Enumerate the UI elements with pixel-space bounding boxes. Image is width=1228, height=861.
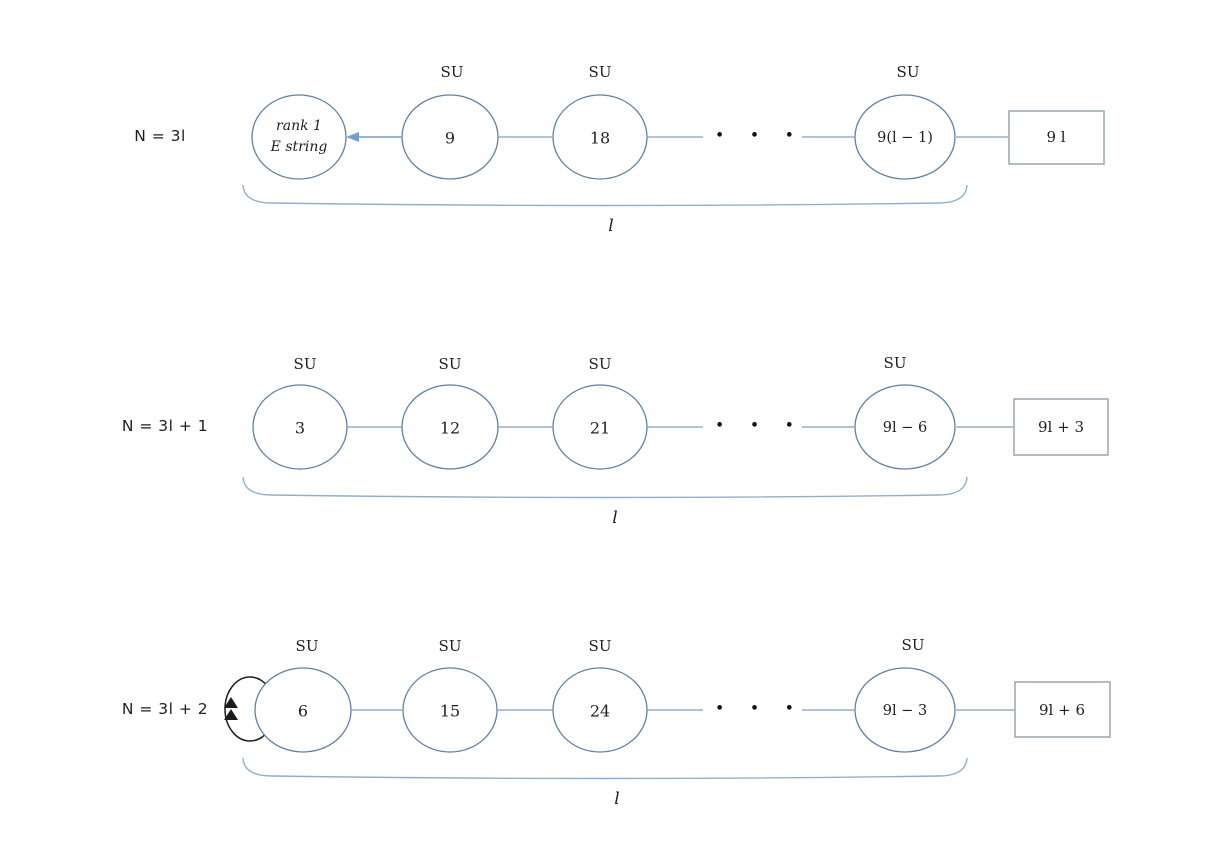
row1-node-value-2: 18	[589, 128, 611, 148]
row3-ellipsis: • • •	[715, 701, 805, 717]
e-string-line2: E string	[270, 139, 328, 155]
row3-box-value: 9l + 6	[1039, 701, 1085, 719]
row1-su-label-3: SU	[896, 63, 920, 81]
row3-su-label-4: SU	[901, 636, 925, 654]
row3-flavor-box	[1014, 681, 1111, 738]
row2-brace-label: l	[612, 508, 618, 528]
row2-equation-label: N = 3l + 1	[121, 417, 209, 435]
row3-su-label-2: SU	[438, 637, 462, 655]
row2-ellipsis: • • •	[715, 418, 805, 434]
row2-box-value: 9l + 3	[1038, 418, 1084, 436]
row3-node-value-4: 9l − 3	[882, 703, 928, 719]
row1-arrowhead-left-icon	[346, 132, 359, 142]
row3-loop-arrowhead-up-icon-2	[224, 709, 238, 720]
row1-underbrace	[242, 184, 968, 207]
row2-node-value-2: 12	[439, 418, 461, 438]
row3-loop-arrowhead-up-icon-1	[224, 697, 238, 708]
row3-node-value-1: 6	[297, 701, 309, 721]
row1-box-value: 9 l	[1046, 128, 1066, 146]
row1-equation-label: N = 3l	[134, 127, 186, 145]
row2-underbrace	[242, 476, 968, 499]
row3-brace-label: l	[614, 789, 620, 809]
row2-node-value-1: 3	[294, 418, 306, 438]
row1-ellipsis: • • •	[715, 128, 805, 144]
row2-su-label-4: SU	[883, 354, 907, 372]
row3-node-value-2: 15	[439, 701, 461, 721]
row1-e-string-node-label: rank 1 E string	[271, 116, 328, 158]
row1-brace-label: l	[608, 216, 614, 236]
row2-su-label-2: SU	[438, 355, 462, 373]
row1-su-label-1: SU	[440, 63, 464, 81]
row2-flavor-box	[1013, 398, 1109, 456]
row2-node-value-4: 9l − 6	[882, 420, 928, 436]
row2-su-label-1: SU	[293, 355, 317, 373]
row3-su-label-1: SU	[295, 637, 319, 655]
row2-su-label-3: SU	[588, 355, 612, 373]
row1-node-value-1: 9	[444, 128, 456, 148]
row3-underbrace	[242, 757, 968, 780]
row1-flavor-box	[1008, 110, 1105, 165]
row3-equation-label: N = 3l + 2	[121, 700, 209, 718]
row3-su-label-3: SU	[588, 637, 612, 655]
row1-su-label-2: SU	[588, 63, 612, 81]
e-string-line1: rank 1	[276, 118, 322, 134]
row2-node-value-3: 21	[589, 418, 611, 438]
row3-node-value-3: 24	[589, 701, 611, 721]
row1-node-value-3: 9(l − 1)	[877, 130, 933, 146]
